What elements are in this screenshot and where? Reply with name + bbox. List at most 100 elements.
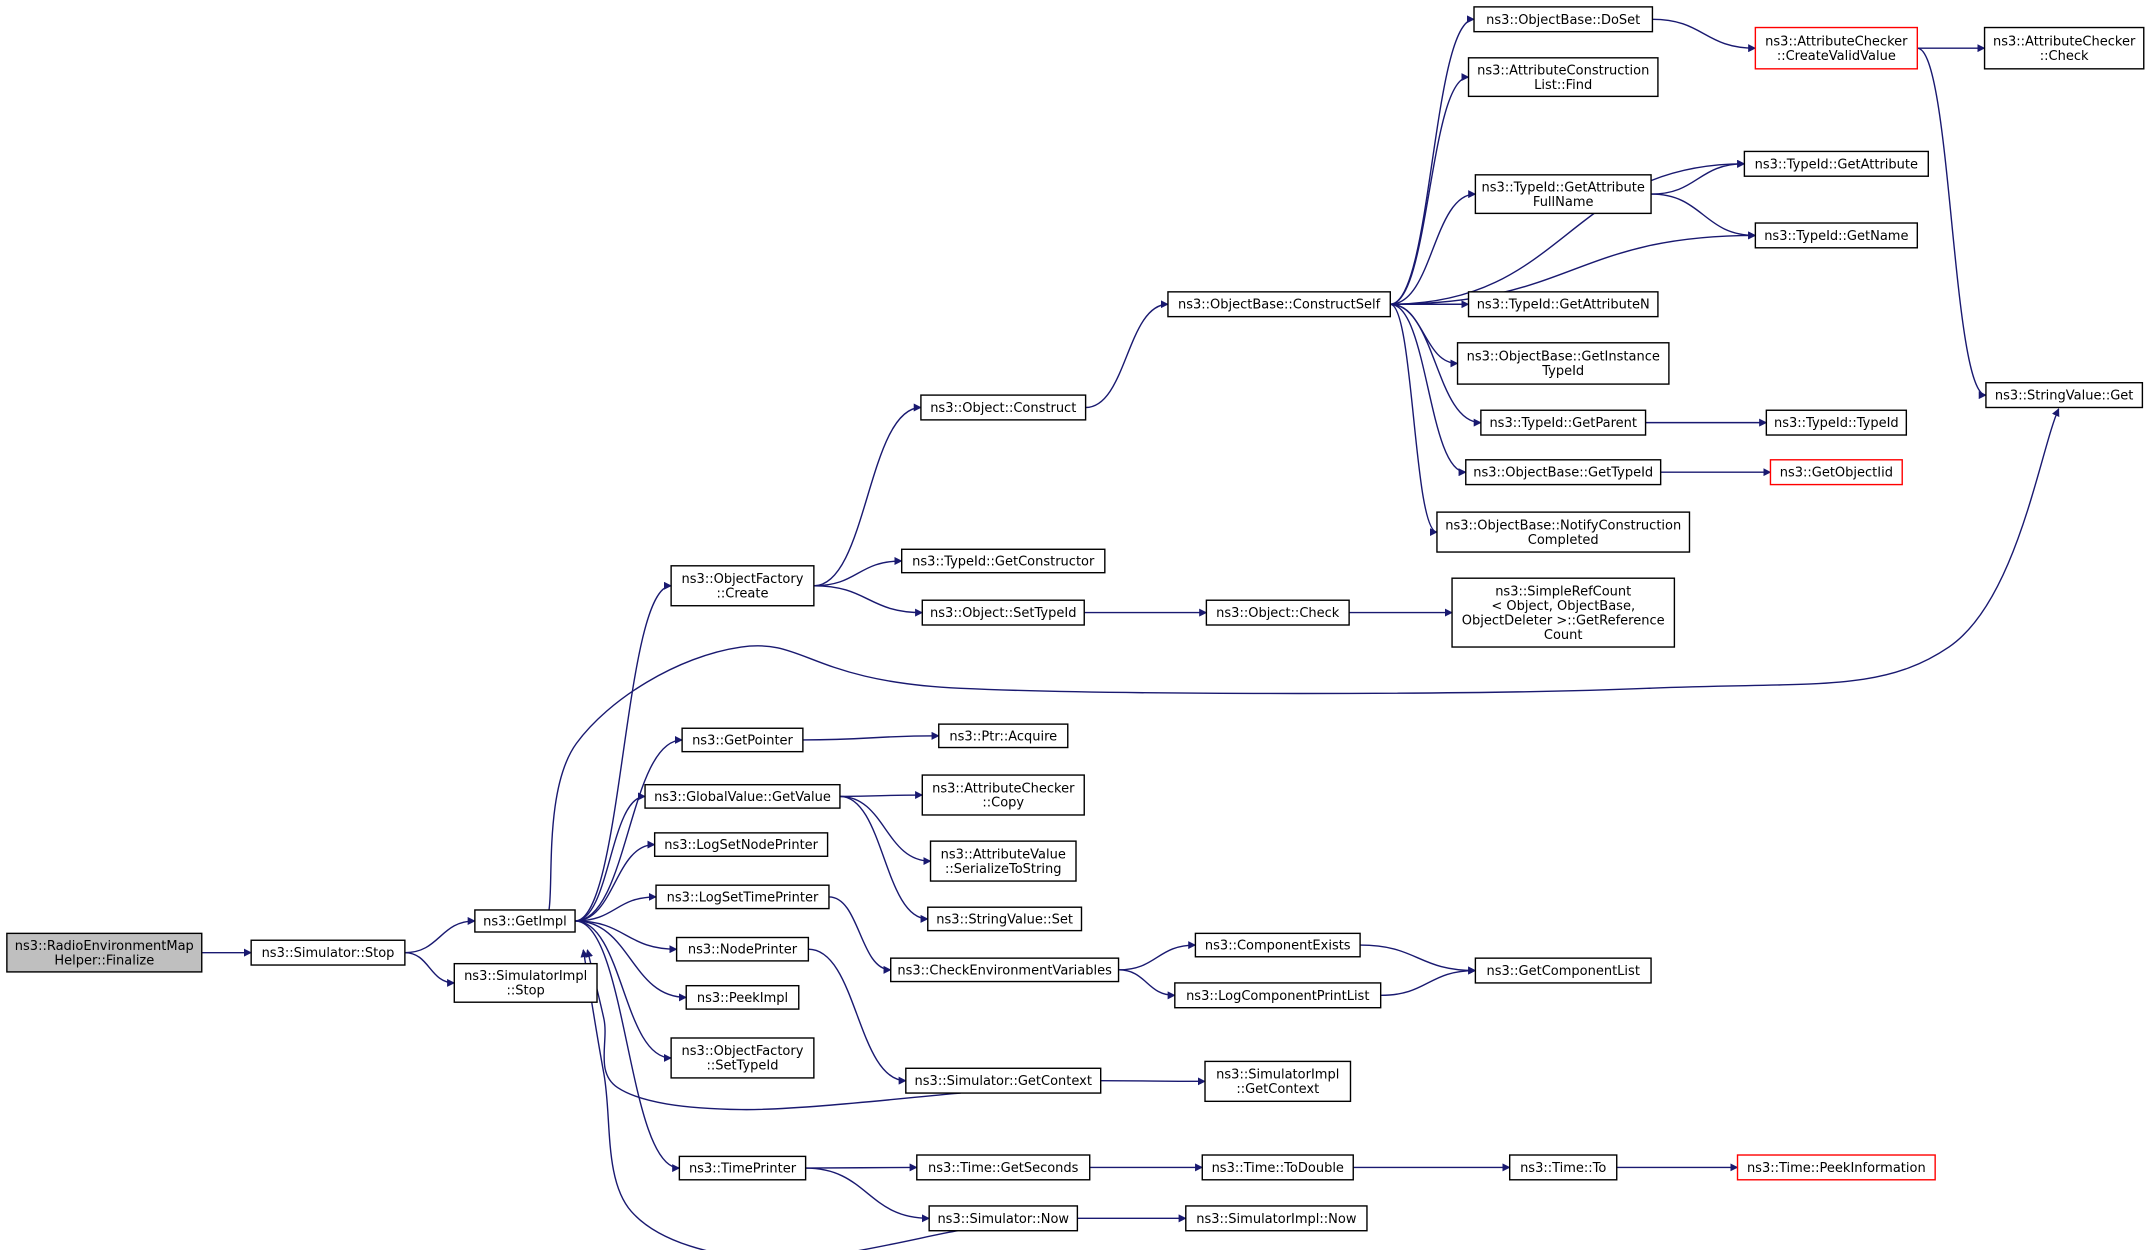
node-label-line: ns3::AttributeConstruction: [1477, 63, 1649, 78]
node-stringvalue-set[interactable]: ns3::StringValue::Set: [927, 906, 1083, 932]
node-ptr-acquire[interactable]: ns3::Ptr::Acquire: [938, 723, 1069, 749]
node-label-line: ns3::LogSetTimePrinter: [667, 890, 819, 905]
node-box: [453, 962, 598, 1003]
node-getcomponentlist[interactable]: ns3::GetComponentList: [1474, 957, 1652, 984]
edge-objectbase-constructself-to-typeid-getparent: [1390, 303, 1482, 427]
node-box: [1204, 1060, 1352, 1103]
node-objectbase-constructself[interactable]: ns3::ObjectBase::ConstructSelf: [1167, 291, 1391, 318]
node-sim-stop[interactable]: ns3::Simulator::Stop: [250, 939, 406, 966]
node-label-line: ns3::SimulatorImpl: [1216, 1068, 1339, 1083]
edge-timeprinter-to-time-getseconds: [805, 1163, 918, 1172]
node-box: [670, 1037, 815, 1079]
node-stringvalue-get[interactable]: ns3::StringValue::Get: [1985, 382, 2144, 409]
node-nodeprinter[interactable]: ns3::NodePrinter: [675, 936, 810, 962]
node-box: [1167, 291, 1391, 318]
edge-objectbase-constructself-to-objectbase-notifyconstruction: [1390, 303, 1438, 537]
node-label-line: ns3::StringValue::Set: [936, 912, 1073, 927]
node-box: [653, 832, 829, 857]
node-box: [685, 984, 800, 1010]
node-label-line: ns3::GetObjectIid: [1780, 466, 1893, 481]
node-attrvalue-serialize[interactable]: ns3::AttributeValue::SerializeToString: [929, 840, 1077, 882]
node-time-to[interactable]: ns3::Time::To: [1508, 1154, 1618, 1181]
node-label-line: ns3::Simulator::Now: [937, 1212, 1069, 1227]
node-objectbase-gettypeid[interactable]: ns3::ObjectBase::GetTypeId: [1465, 459, 1662, 486]
edge-getimpl-to-objfactory-settypeid: [575, 920, 672, 1062]
node-sim-now[interactable]: ns3::Simulator::Now: [928, 1205, 1079, 1232]
node-box: [1436, 511, 1691, 553]
node-label-line: ns3::Ptr::Acquire: [949, 729, 1057, 744]
node-label-line: ns3::RadioEnvironmentMap: [15, 939, 194, 954]
node-object-construct[interactable]: ns3::Object::Construct: [920, 394, 1087, 421]
node-label-line: ns3::ObjectBase::DoSet: [1486, 13, 1640, 28]
edge-globalvalue-getvalue-to-attrchecker-copy: [839, 791, 924, 800]
node-simimpl-now[interactable]: ns3::SimulatorImpl::Now: [1185, 1205, 1368, 1232]
node-simimpl-getcontext[interactable]: ns3::SimulatorImpl::GetContext: [1204, 1060, 1352, 1103]
node-timeprinter[interactable]: ns3::TimePrinter: [678, 1155, 807, 1181]
node-typeid-getparent[interactable]: ns3::TypeId::GetParent: [1480, 409, 1647, 436]
edge-objectbase-constructself-to-objectbase-doset: [1390, 15, 1475, 305]
edge-sim-stop-to-getimpl: [404, 916, 476, 954]
node-sim-getcontext[interactable]: ns3::Simulator::GetContext: [905, 1067, 1102, 1094]
edge-objfactory-create-to-object-settypeid: [813, 585, 924, 617]
node-label-line: < Object, ObjectBase,: [1491, 599, 1635, 614]
node-box: [927, 906, 1083, 932]
node-objfactory-create[interactable]: ns3::ObjectFactory::Create: [670, 565, 815, 607]
node-componentexists[interactable]: ns3::ComponentExists: [1194, 932, 1361, 958]
node-time-getseconds[interactable]: ns3::Time::GetSeconds: [916, 1154, 1091, 1181]
node-typeid-getattributen[interactable]: ns3::TypeId::GetAttributeN: [1467, 291, 1659, 318]
node-time-peekinformation[interactable]: ns3::Time::PeekInformation: [1736, 1154, 1936, 1181]
node-logcomponentprintlist[interactable]: ns3::LogComponentPrintList: [1174, 982, 1382, 1009]
node-box: [1465, 459, 1662, 486]
node-box: [681, 727, 804, 753]
node-checkenv[interactable]: ns3::CheckEnvironmentVariables: [890, 957, 1120, 983]
node-typeid-getname[interactable]: ns3::TypeId::GetName: [1754, 222, 1919, 249]
node-typeid-getattribute[interactable]: ns3::TypeId::GetAttribute: [1743, 150, 1929, 177]
node-objectbase-notifyconstruction[interactable]: ns3::ObjectBase::NotifyConstructionCompl…: [1436, 511, 1691, 553]
node-globalvalue-getvalue[interactable]: ns3::GlobalValue::GetValue: [644, 783, 841, 809]
node-box: [1467, 291, 1659, 318]
node-attrchecker-check[interactable]: ns3::AttributeChecker::Check: [1983, 26, 2145, 70]
node-object-check[interactable]: ns3::Object::Check: [1205, 599, 1350, 626]
node-box: [929, 840, 1077, 882]
edge-getimpl-to-globalvalue-getvalue: [574, 792, 646, 922]
node-object-settypeid[interactable]: ns3::Object::SetTypeId: [921, 599, 1085, 626]
node-getimpl[interactable]: ns3::GetImpl: [474, 909, 576, 933]
node-peekimpl[interactable]: ns3::PeekImpl: [685, 984, 800, 1010]
node-logsettimeprinter[interactable]: ns3::LogSetTimePrinter: [655, 884, 830, 910]
node-label-line: ns3::SimulatorImpl: [464, 969, 587, 984]
edge-getpointer-to-ptr-acquire: [802, 731, 940, 741]
node-getobjectiid[interactable]: ns3::GetObjectIid: [1769, 459, 1903, 486]
node-objectbase-doset[interactable]: ns3::ObjectBase::DoSet: [1473, 6, 1654, 33]
node-box: [655, 884, 830, 910]
node-simimpl-stop[interactable]: ns3::SimulatorImpl::Stop: [453, 962, 598, 1003]
edge-logcomponentprintlist-to-getcomponentlist: [1380, 966, 1477, 997]
node-getpointer[interactable]: ns3::GetPointer: [681, 727, 804, 753]
function-nodes: ns3::RadioEnvironmentMapHelper::Finalize…: [6, 6, 2145, 1232]
edge-object-construct-to-objectbase-constructself: [1085, 300, 1169, 409]
node-attrchecker-createvalidvalue[interactable]: ns3::AttributeChecker::CreateValidValue: [1754, 26, 1919, 70]
edge-getimpl-to-peekimpl: [575, 920, 688, 1002]
node-simplerefcount[interactable]: ns3::SimpleRefCount< Object, ObjectBase,…: [1451, 577, 1676, 648]
node-box: [474, 909, 576, 933]
edge-checkenv-to-componentexists: [1118, 941, 1197, 971]
edge-logsettimeprinter-to-checkenv: [828, 896, 892, 974]
edge-getimpl-to-stringvalue-get: [548, 408, 2060, 911]
node-time-todouble[interactable]: ns3::Time::ToDouble: [1201, 1154, 1354, 1181]
node-typeid-getconstructor[interactable]: ns3::TypeId::GetConstructor: [900, 548, 1106, 574]
node-label-line: ns3::GetImpl: [483, 914, 567, 929]
node-box: [921, 774, 1085, 816]
node-box: [890, 957, 1120, 983]
node-logsetnodeprinter[interactable]: ns3::LogSetNodePrinter: [653, 832, 829, 857]
edge-objfactory-create-to-typeid-getconstructor: [813, 556, 903, 587]
node-attrchecker-copy[interactable]: ns3::AttributeChecker::Copy: [921, 774, 1085, 816]
edge-getimpl-to-getpointer: [575, 735, 683, 922]
node-typeid-typeid[interactable]: ns3::TypeId::TypeId: [1765, 409, 1908, 436]
node-objfactory-settypeid[interactable]: ns3::ObjectFactory::SetTypeId: [670, 1037, 815, 1079]
node-box: [1174, 982, 1382, 1009]
node-label-line: ns3::AttributeChecker: [1993, 34, 2136, 49]
node-box: [1474, 957, 1652, 984]
